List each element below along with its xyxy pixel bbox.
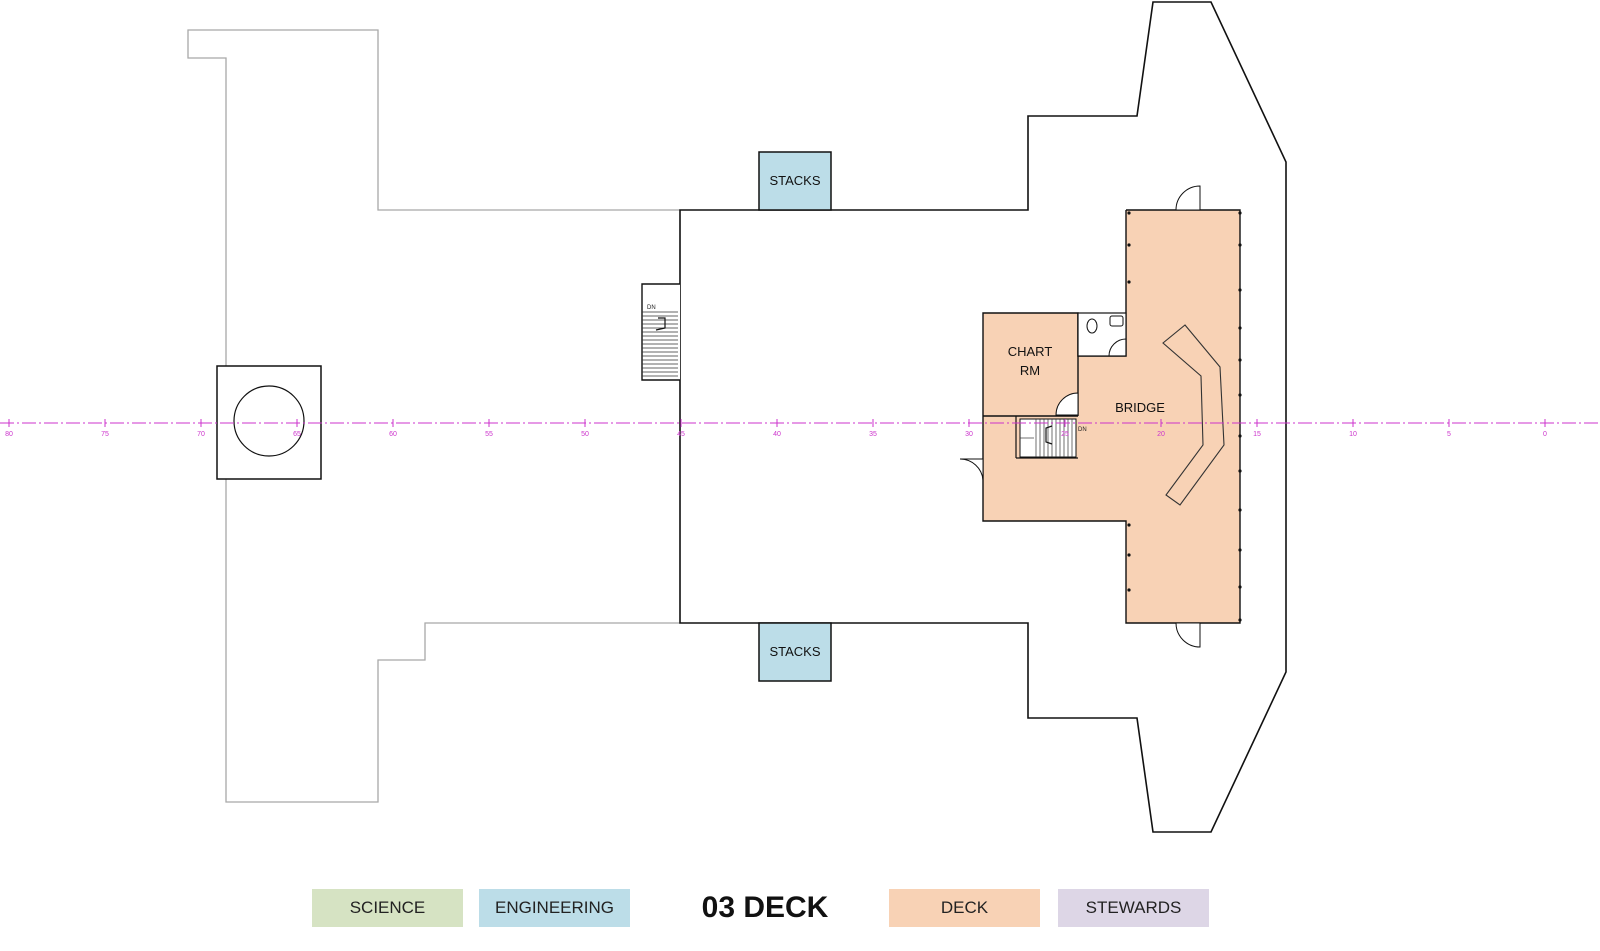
bridge-window-marks <box>1127 211 1242 622</box>
mast-circle <box>233 385 305 457</box>
frame-tick-label: 55 <box>485 431 493 438</box>
bridge-console <box>1162 324 1225 506</box>
aft-stair-dn-label: DN <box>647 305 656 311</box>
legend-engineering-label: ENGINEERING <box>494 898 615 917</box>
sink-icon <box>1109 315 1124 327</box>
bridge-door-bottom <box>1175 622 1201 648</box>
frame-tick-label: 40 <box>773 431 781 438</box>
frame-tick-label: 50 <box>581 431 589 438</box>
frame-tick-label: 45 <box>677 431 685 438</box>
head-door-swing <box>1108 338 1127 357</box>
stacks-bottom-label: STACKS <box>769 644 820 659</box>
aft-stair <box>642 311 678 377</box>
frame-tick-label: 30 <box>965 431 973 438</box>
frame-tick-label: 35 <box>869 431 877 438</box>
fwd-stair-dn-label: DN <box>1078 427 1087 433</box>
bridge-label: BRIDGE <box>1115 400 1165 415</box>
legend-engineering: ENGINEERING <box>479 889 630 927</box>
bridge-door-top <box>1175 185 1201 211</box>
frame-tick-label: 60 <box>389 431 397 438</box>
legend-science-label: SCIENCE <box>349 898 426 917</box>
frame-tick-label: 15 <box>1253 431 1261 438</box>
legend-deck-label: DECK <box>940 898 989 917</box>
deck-title: 03 DECK <box>701 891 829 924</box>
frame-tick-label: 65 <box>293 431 301 438</box>
legend-science: SCIENCE <box>312 889 463 927</box>
legend-stewards-label: STEWARDS <box>1085 898 1182 917</box>
frame-tick-label: 25 <box>1061 431 1069 438</box>
fwd-stair <box>1019 418 1077 458</box>
frame-tick-label: 5 <box>1447 431 1451 438</box>
chart-room-label-2: RM <box>1020 363 1040 378</box>
chart-room-label-1: CHART <box>1008 344 1053 359</box>
stacks-bottom <box>758 622 832 682</box>
frame-tick-label: 75 <box>101 431 109 438</box>
frame-tick-label: 70 <box>197 431 205 438</box>
toilet-icon <box>1086 318 1098 334</box>
chart-room-door <box>1055 392 1079 416</box>
frame-tick-label: 10 <box>1349 431 1357 438</box>
frame-tick-label: 80 <box>5 431 13 438</box>
head-room <box>1077 312 1127 357</box>
side-door <box>959 458 984 481</box>
frame-tick-label: 0 <box>1543 431 1547 438</box>
frame-tick-label: 20 <box>1157 431 1165 438</box>
stacks-top-label: STACKS <box>769 173 820 188</box>
stacks-top <box>758 151 832 211</box>
legend-stewards: STEWARDS <box>1058 889 1209 927</box>
legend-deck: DECK <box>889 889 1040 927</box>
